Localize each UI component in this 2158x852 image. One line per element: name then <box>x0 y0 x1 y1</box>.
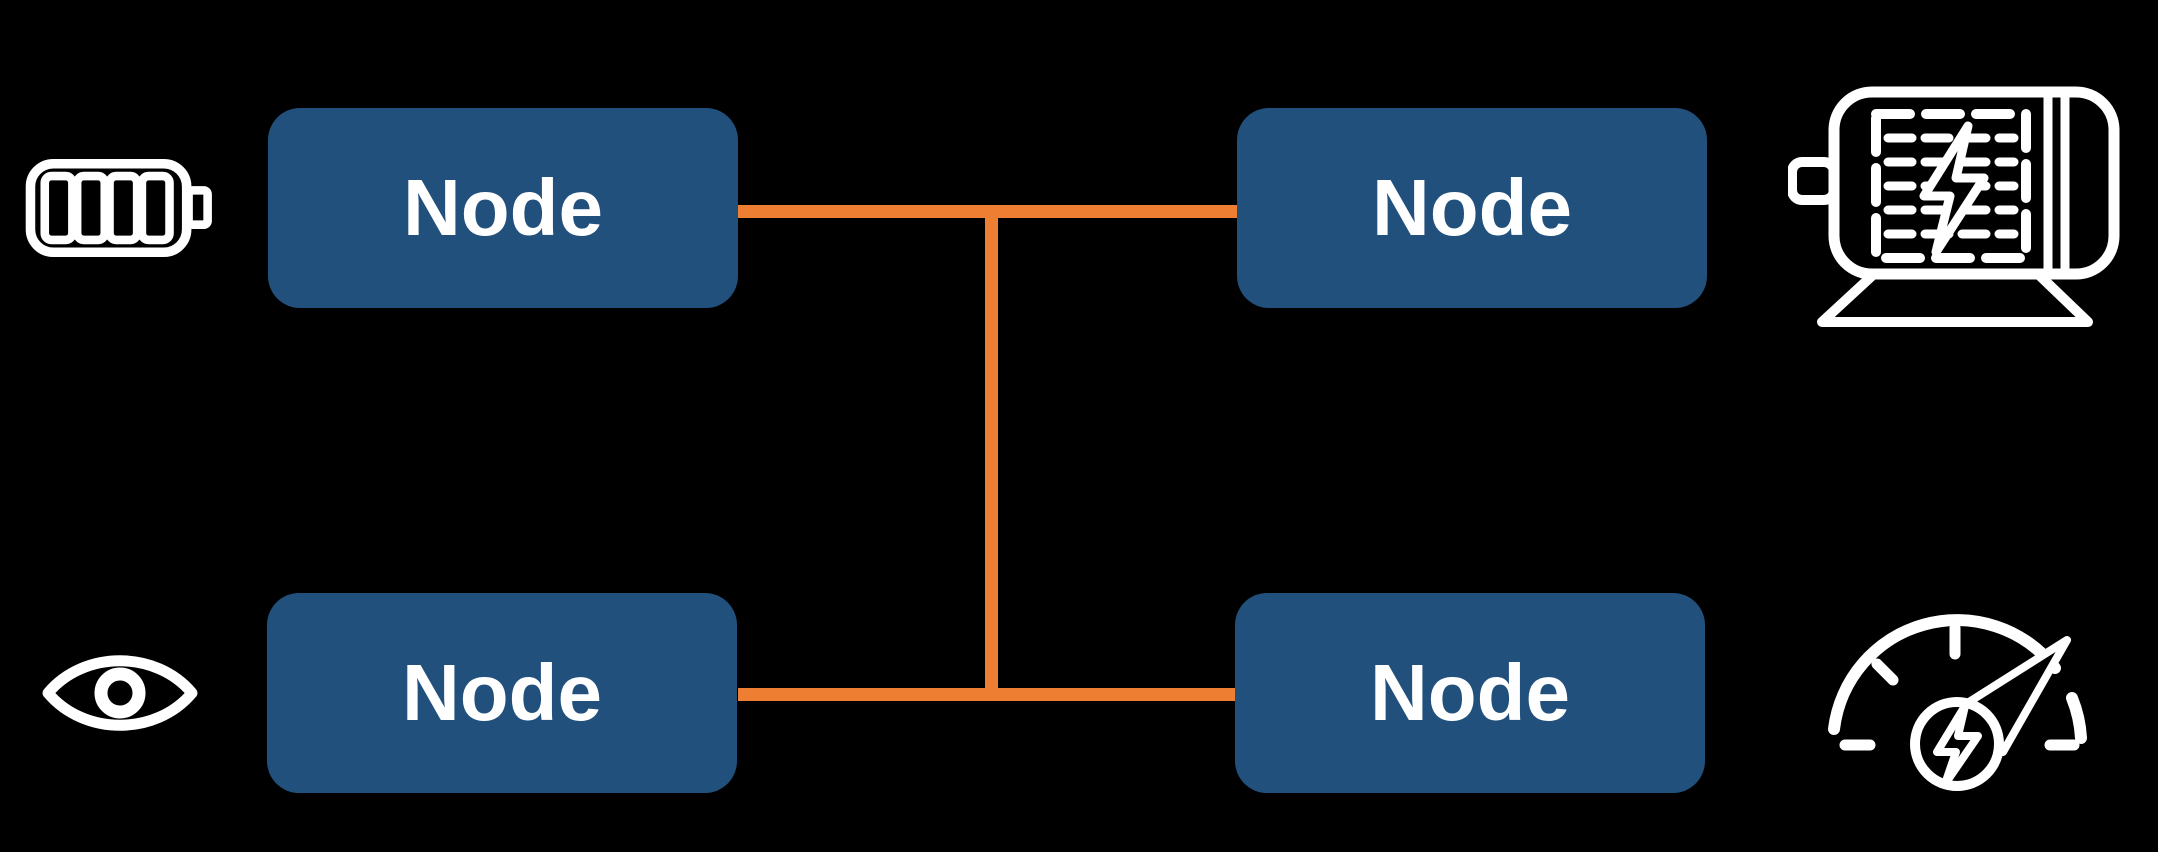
node-bottom-right-label: Node <box>1370 648 1570 737</box>
node-bottom-left: Node <box>267 593 737 793</box>
eye-icon <box>42 637 198 749</box>
speedometer-bolt-icon <box>1815 600 2115 830</box>
node-top-right-label: Node <box>1372 163 1572 252</box>
node-top-right: Node <box>1237 108 1707 308</box>
node-bottom-left-label: Node <box>402 648 602 737</box>
electric-motor-icon <box>1788 80 2156 332</box>
node-top-left-label: Node <box>403 163 603 252</box>
node-top-left: Node <box>268 108 738 308</box>
node-bottom-right: Node <box>1235 593 1705 793</box>
connector-vertical-bridge <box>985 205 998 701</box>
battery-icon <box>24 158 216 258</box>
